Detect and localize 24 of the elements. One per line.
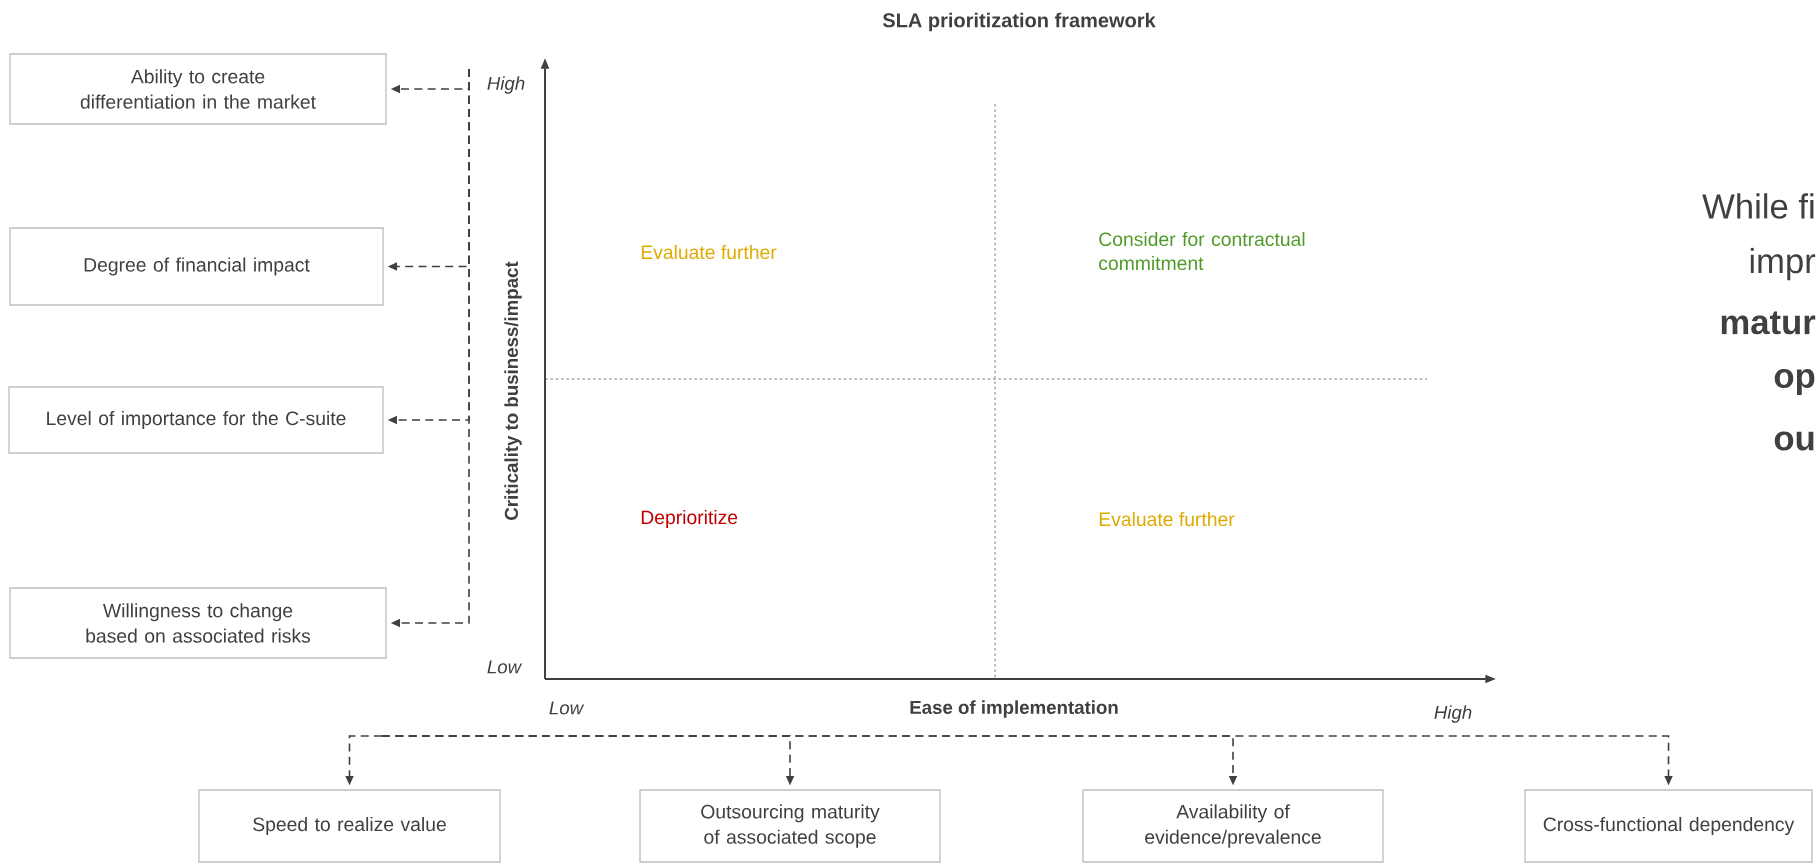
criterion-box: Ability to create differentiation in the market <box>9 53 387 125</box>
criterion-box: Availability of evidence/prevalence <box>1082 789 1384 863</box>
cut-off-text: impr <box>1750 247 1816 281</box>
quadrant-label: Evaluate further <box>1099 511 1235 527</box>
criterion-box: Cross-functional dependency <box>1524 789 1813 863</box>
quadrant-label: Consider for contractual commitment <box>1099 231 1305 271</box>
axis-title: Ease of implementation <box>910 700 1118 718</box>
axis-tick-label: High <box>1434 705 1472 723</box>
criterion-box: Level of importance for the C-suite <box>8 386 384 454</box>
criterion-box: Degree of financial impact <box>9 227 384 306</box>
cut-off-text: matur <box>1721 311 1816 335</box>
criterion-box: Speed to realize value <box>198 789 501 863</box>
quadrant-label: Evaluate further <box>641 244 777 260</box>
criterion-box: Willingness to change based on associated risks <box>9 587 387 659</box>
axis-tick-label: High <box>487 76 525 94</box>
quadrant-label: Deprioritize <box>641 510 738 528</box>
axis-title: Criticality to business/impact <box>504 261 522 520</box>
cut-off-text: ou <box>1774 431 1814 451</box>
chart-title: SLA prioritization framework <box>882 12 1156 32</box>
criterion-box: Outsourcing maturity of associated scope <box>639 789 941 863</box>
axis-tick-label: Low <box>549 701 585 715</box>
cut-off-text: op <box>1774 369 1815 395</box>
axis-tick-label: Low <box>487 660 523 674</box>
cut-off-text: While fi <box>1702 193 1814 219</box>
